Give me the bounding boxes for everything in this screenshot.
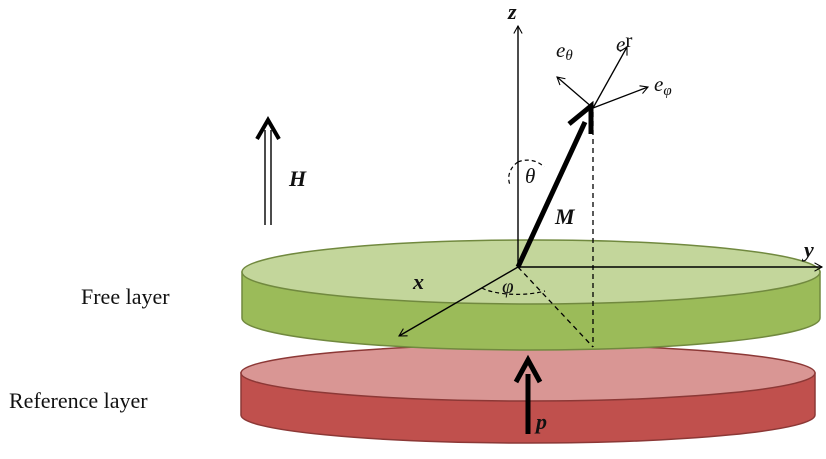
theta-label: θ	[525, 164, 535, 188]
e-phi-label: eφ	[654, 72, 672, 99]
x-axis	[398, 266, 519, 337]
field-arrow	[255, 116, 281, 225]
theta-arc	[517, 159, 545, 168]
e-theta-vector	[556, 76, 594, 109]
free-layer-disk	[241, 239, 821, 351]
e-r-label: er	[616, 28, 632, 56]
y-label: y	[801, 237, 814, 262]
H-label: H	[288, 166, 307, 191]
projection-lines	[517, 112, 594, 348]
phi-arc	[481, 287, 546, 295]
e-theta-label: eθ	[556, 38, 573, 64]
x-label: x	[412, 269, 424, 294]
M-label: M	[554, 204, 576, 229]
polarization-arrow	[513, 354, 543, 434]
phi-label: φ	[502, 274, 514, 298]
e-phi-vector	[592, 85, 650, 109]
z-label: z	[507, 0, 517, 24]
reference-layer-label: Reference layer	[9, 388, 148, 413]
p-label: p	[534, 409, 547, 434]
e-r-vector	[592, 46, 628, 109]
theta-arc-left	[508, 161, 519, 186]
free-layer-label: Free layer	[81, 284, 170, 309]
